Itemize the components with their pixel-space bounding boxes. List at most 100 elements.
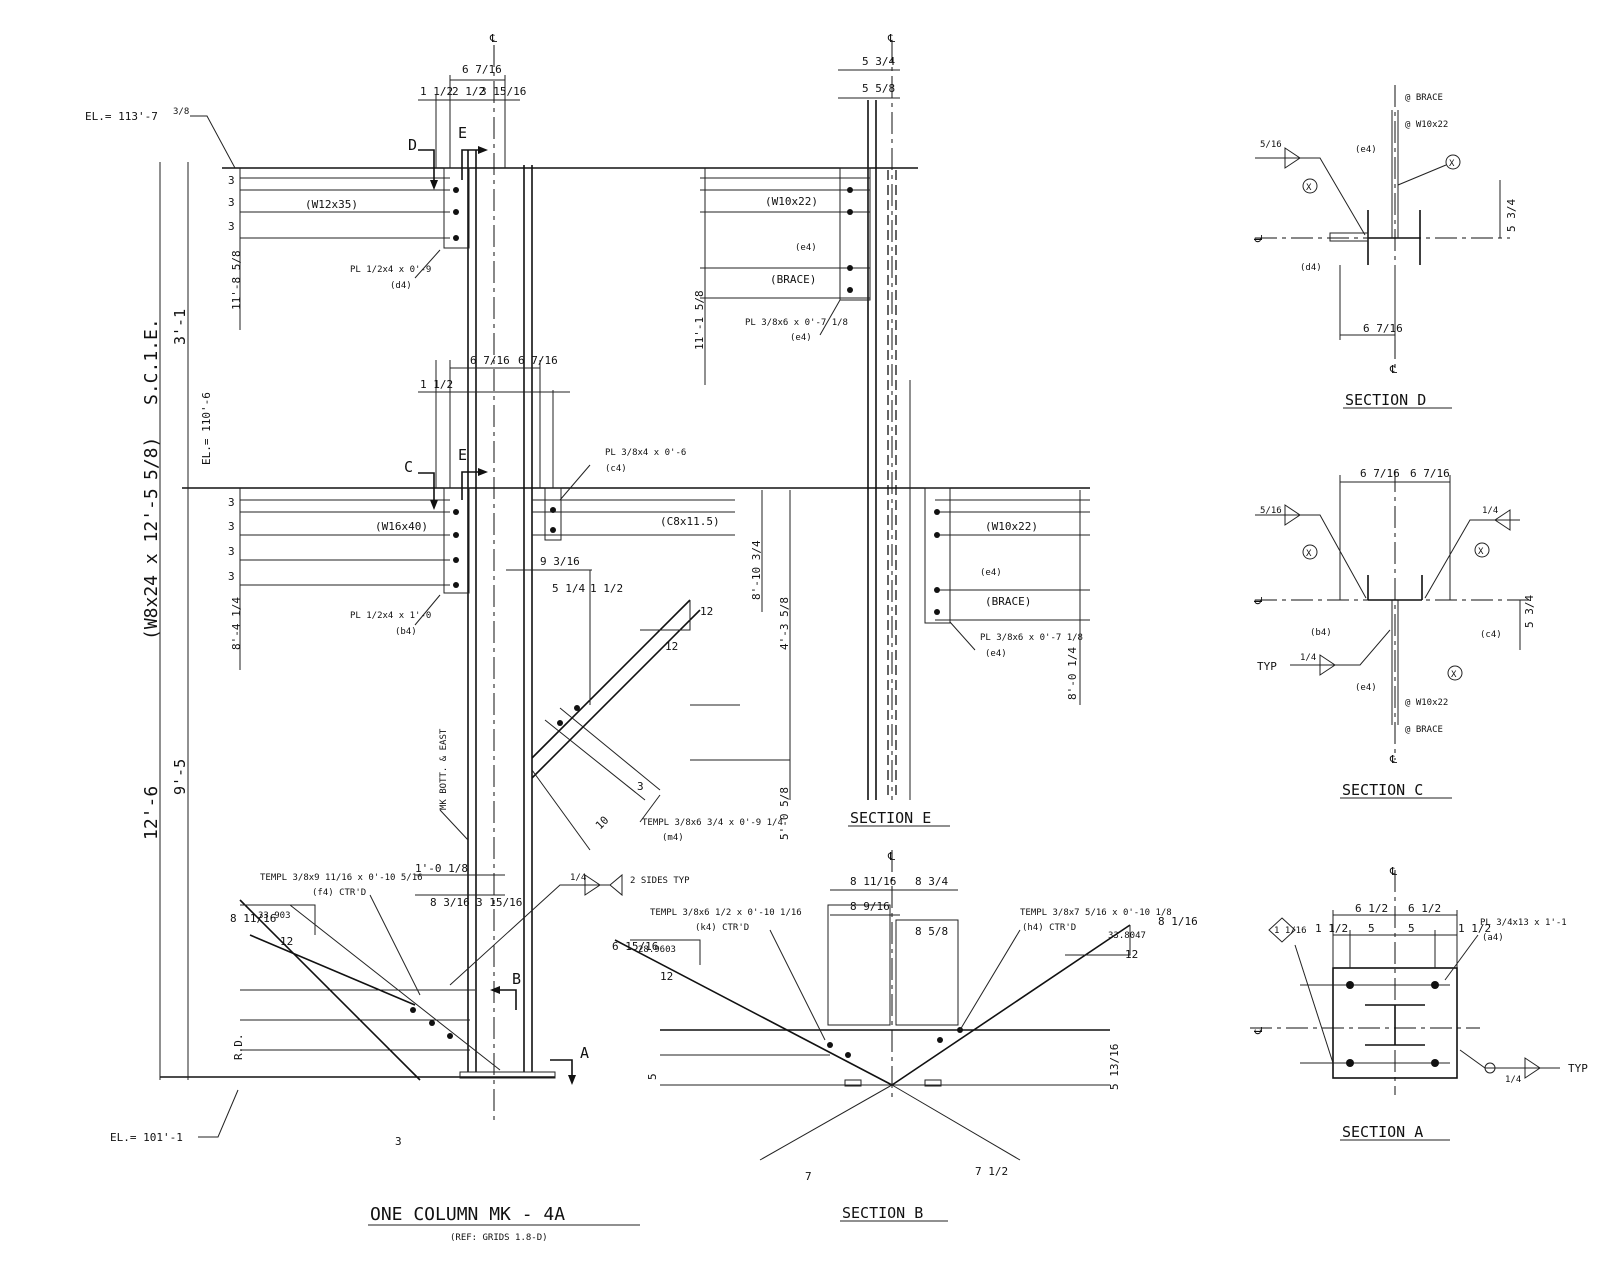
beam-mid-label: (W16x40) [375, 520, 428, 533]
sec-d-dim-height: 5 3/4 [1505, 199, 1518, 232]
dim-h4: 4'-3 5/8 [778, 597, 791, 650]
centerline-mark: ℄ [887, 32, 895, 45]
sec-b-right-plate: TEMPL 3/8x7 5/16 x 0'-10 1/8 [1020, 908, 1172, 918]
elevation-top: EL.= 113'-7 [85, 110, 158, 123]
section-cut-e-mid[interactable]: E [458, 446, 488, 500]
sec-c-tag-e4: (e4) [1355, 683, 1377, 693]
sec-b-dim-7-half: 7 1/2 [975, 1165, 1008, 1178]
elevation-top-frac: 3/8 [173, 107, 189, 117]
sec-e-tag3: (e4) [980, 568, 1002, 578]
sec-c-typ: TYP [1257, 660, 1277, 673]
sec-e-tag1: (e4) [795, 243, 817, 253]
plate-b4-label: PL 1/2x4 x 1'-0 [350, 611, 431, 621]
sides-note: 2 SIDES TYP [630, 876, 690, 886]
section-e-title: SECTION E [850, 809, 931, 827]
base-run: 12 [280, 935, 293, 948]
sec-b-dim-7: 7 [805, 1170, 812, 1183]
mid-dim-c: 1 1/2 [420, 378, 453, 391]
sec-a-plate: PL 3/4x13 x 1'-1 [1480, 918, 1567, 928]
sec-e-beam-top: (W10x22) [765, 195, 818, 208]
weld-size: 1/4 [570, 873, 586, 883]
sec-c-symbol-3: X [1451, 670, 1457, 680]
sec-b-dim-c: 8 9/16 [850, 900, 890, 913]
section-cut-a-label: A [580, 1044, 589, 1062]
section-cut-e2-label: E [458, 446, 467, 464]
plate-b4-tag: (b4) [395, 627, 417, 637]
section-b-view: ℄ 8 11/16 8 3/4 8 9/16 8 5/8 TEMPL 3/8x6… [612, 850, 1198, 1222]
section-cut-a[interactable]: A [550, 1044, 589, 1085]
sec-b-dim-5: 5 [646, 1073, 659, 1080]
sec-d-symbol-2: X [1449, 159, 1455, 169]
base-rise: 8 11/16 [230, 912, 276, 925]
top-dim-b: 2 1/2 [452, 85, 485, 98]
sec-e-dim-top: 5 3/4 [862, 55, 895, 68]
sec-b-dim-5-13: 5 13/16 [1108, 1044, 1121, 1090]
upper-height: 3'-1 [171, 309, 189, 345]
sec-b-slope-left: 28.9603 [638, 945, 676, 955]
sec-b-left-plate: TEMPL 3/8x6 1/2 x 0'-10 1/16 [650, 908, 802, 918]
dim-h2: 8'-4 1/4 [230, 597, 243, 650]
sec-c-beam: @ W10x22 [1405, 698, 1448, 708]
sec-c-weld-typ: 1/4 [1300, 653, 1316, 663]
beam-top-label: (W12x35) [305, 198, 358, 211]
sec-c-tag-b4: (b4) [1310, 628, 1332, 638]
channel-label: (C8x11.5) [660, 515, 720, 528]
sec-b-run-left: 12 [660, 970, 673, 983]
sec-e-brace-mid: (BRACE) [985, 595, 1031, 608]
sec-c-symbol-2: X [1478, 547, 1484, 557]
mid-dim-a: 6 7/16 [470, 354, 510, 367]
sec-a-hole: 1 1/16 [1274, 926, 1307, 936]
sec-e-dim-bottom: 8'-0 1/4 [1066, 647, 1079, 700]
plate-c4-label: PL 3/8x4 x 0'-6 [605, 448, 686, 458]
sec-e-dim-height: 11'-1 5/8 [693, 290, 706, 350]
sec-b-right-tag: (h4) CTR'D [1022, 923, 1076, 933]
section-cut-b[interactable]: B [490, 970, 521, 1010]
sec-a-dim-d: 5 [1368, 922, 1375, 935]
section-cut-d-label: D [408, 136, 417, 154]
sec-e-brace-top: (BRACE) [770, 273, 816, 286]
column-label-frac: 5/8) [141, 437, 162, 480]
sec-b-left-tag: (k4) CTR'D [695, 923, 749, 933]
plate-f4-label: TEMPL 3/8x9 11/16 x 0'-10 5/16 [260, 873, 423, 883]
sec-d-tag-d4: (d4) [1300, 263, 1322, 273]
sec-b-dim-a: 8 11/16 [850, 875, 896, 888]
plate-m4-tag: (m4) [662, 833, 684, 843]
scie-label: S.C.1.E. [141, 318, 162, 405]
elevation-bottom: EL.= 101'-1 [110, 1131, 183, 1144]
sec-b-dim-d: 8 5/8 [915, 925, 948, 938]
section-c-view: ℄ ℄ 6 7/16 6 7/16 5/16 1/4 1/4 TYP (b4) … [1252, 467, 1536, 799]
sec-a-dim-c: 1 1/2 [1315, 922, 1348, 935]
sec-e-dim-top-b: 5 5/8 [862, 82, 895, 95]
section-d-view: ℄ ℄ 6 7/16 5 3/4 @ BRACE @ W10x22 5/16 (… [1252, 85, 1518, 409]
section-a-view: ℄ ℄ 6 1/2 6 1/2 1 1/2 5 5 1 1/2 PL 3/4x1… [1250, 865, 1588, 1141]
dim-h5: 5'-0 5/8 [778, 787, 791, 840]
mid-dim-b: 6 7/16 [518, 354, 558, 367]
sec-d-tag-e4: (e4) [1355, 145, 1377, 155]
sec-c-dim-height: 5 3/4 [1523, 595, 1536, 628]
spacing-3: 3 [228, 545, 235, 558]
sec-d-symbol-1: X [1306, 183, 1312, 193]
sec-a-weld: 1/4 [1505, 1075, 1521, 1085]
main-column-view: ℄ (W12x35) (W16x40) [85, 32, 1090, 1243]
slope-3: 3 [637, 780, 644, 793]
plate-d4-label: PL 1/2x4 x 0'-9 [350, 265, 431, 275]
section-cut-b-label: B [512, 970, 521, 988]
section-cut-c[interactable]: C [404, 458, 438, 510]
brace-dim2: 5 1/4 [552, 582, 585, 595]
spacing-3: 3 [228, 570, 235, 583]
main-view-subtitle: (REF: GRIDS 1.8-D) [450, 1233, 548, 1243]
centerline-mark: ℄ [1252, 597, 1265, 605]
dim-h3: 8'-10 3/4 [750, 540, 763, 600]
sec-e-beam-mid: (W10x22) [985, 520, 1038, 533]
spacing-3: 3 [228, 196, 235, 209]
spacing-3: 3 [228, 520, 235, 533]
section-cut-e-top[interactable]: E [458, 124, 488, 180]
section-e-view: ℄ (W10x22) (BRACE) (e4) PL 3/8x6 x 0'-7 … [693, 32, 1090, 827]
base-3: 3 [395, 1135, 402, 1148]
slope-10: 10 [593, 814, 612, 833]
dim-h1: 11'-8 5/8 [230, 250, 243, 310]
sec-d-dim-width: 6 7/16 [1363, 322, 1403, 335]
section-cut-d[interactable]: D [408, 136, 438, 190]
sec-b-rise-left: 6 15/16 [612, 940, 658, 953]
